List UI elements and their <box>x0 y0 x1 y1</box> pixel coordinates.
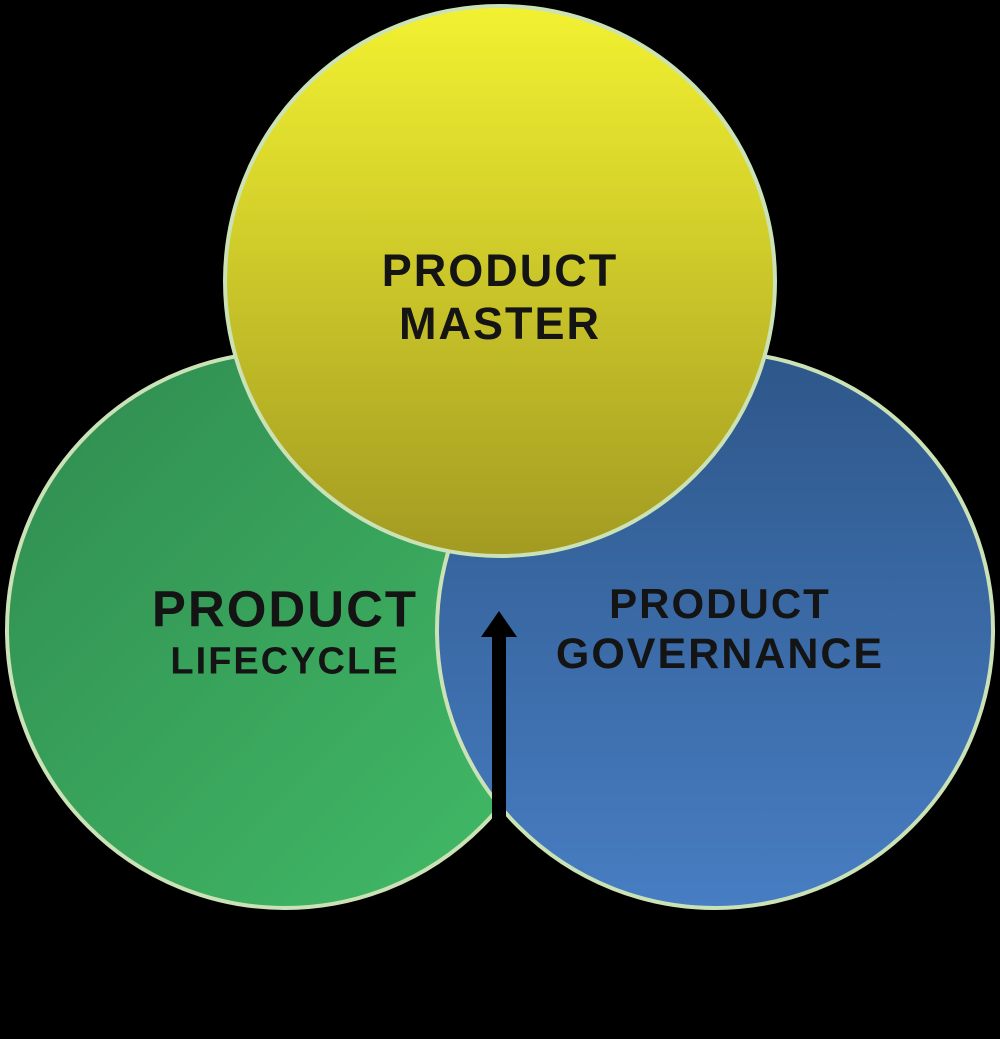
arrow-head-icon <box>481 611 517 637</box>
label-product-master-line2: MASTER <box>399 298 601 349</box>
arrow-shaft <box>492 634 506 882</box>
label-product-lifecycle-line1: PRODUCT <box>151 580 419 638</box>
label-product-master: PRODUCT MASTER <box>382 244 619 350</box>
label-product-governance-line1: PRODUCT <box>609 579 831 627</box>
label-product-lifecycle-line2: LIFECYCLE <box>170 640 400 683</box>
circle-product-master <box>223 4 777 558</box>
label-product-governance: PRODUCT GOVERNANCE <box>556 579 884 679</box>
label-product-master-line1: PRODUCT <box>381 244 619 296</box>
label-product-governance-line2: GOVERNANCE <box>555 629 885 678</box>
label-product-lifecycle: PRODUCT LIFECYCLE <box>152 580 418 685</box>
